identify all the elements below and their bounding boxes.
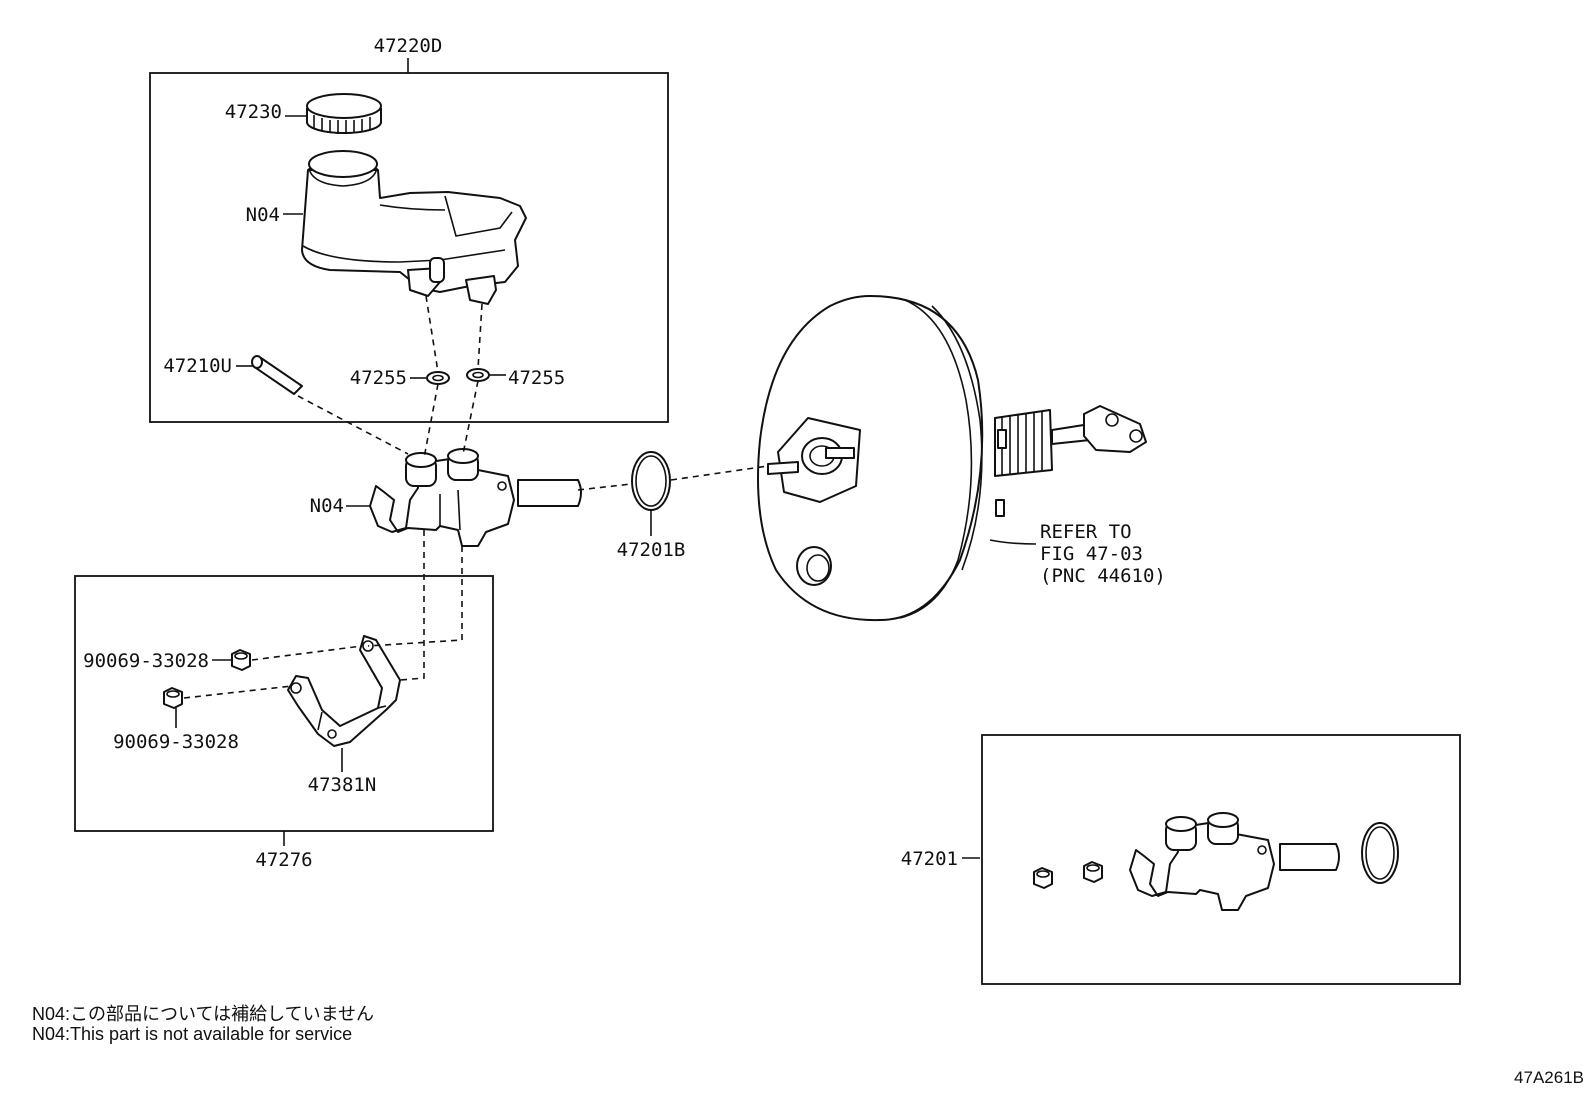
reservoir-cap-icon xyxy=(306,93,382,134)
label-47230: 47230 xyxy=(225,101,282,123)
brake-booster-icon xyxy=(757,295,1147,622)
grommet-right-icon xyxy=(466,368,490,382)
box-47201 xyxy=(981,734,1461,985)
grommet-left-icon xyxy=(426,371,450,385)
label-refer-line2: FIG 47-03 xyxy=(1040,543,1143,565)
bracket-icon xyxy=(287,635,401,747)
label-nut-upper: 90069-33028 xyxy=(83,650,209,672)
label-cylinder-N04: N04 xyxy=(310,495,344,517)
label-nut-lower: 90069-33028 xyxy=(113,731,239,753)
note-english: N04:This part is not available for servi… xyxy=(32,1024,353,1044)
oring-icon xyxy=(631,451,671,511)
reservoir-tank-icon xyxy=(301,150,527,305)
master-cylinder-icon xyxy=(369,448,582,547)
label-47276: 47276 xyxy=(255,849,312,871)
box-47276 xyxy=(74,575,494,832)
label-47220D: 47220D xyxy=(374,35,443,57)
label-47255-right: 47255 xyxy=(508,367,565,389)
label-47201: 47201 xyxy=(901,848,958,870)
label-47210U: 47210U xyxy=(163,355,232,377)
note-japanese: N04:この部品については補給していません xyxy=(32,1004,375,1024)
pin-icon xyxy=(251,355,303,395)
label-47255-left: 47255 xyxy=(350,367,407,389)
master-cylinder-assy-icon xyxy=(1033,812,1399,911)
label-47201B: 47201B xyxy=(617,539,686,561)
box-47220D xyxy=(149,72,669,423)
figure-code: 47A261B xyxy=(1514,1068,1584,1087)
label-reservoir-N04: N04 xyxy=(246,204,280,226)
label-refer-line1: REFER TO xyxy=(1040,521,1132,543)
label-refer-line3: (PNC 44610) xyxy=(1040,565,1166,587)
nut-upper-icon xyxy=(231,649,251,671)
label-47381N: 47381N xyxy=(308,774,377,796)
nut-lower-icon xyxy=(163,687,183,709)
